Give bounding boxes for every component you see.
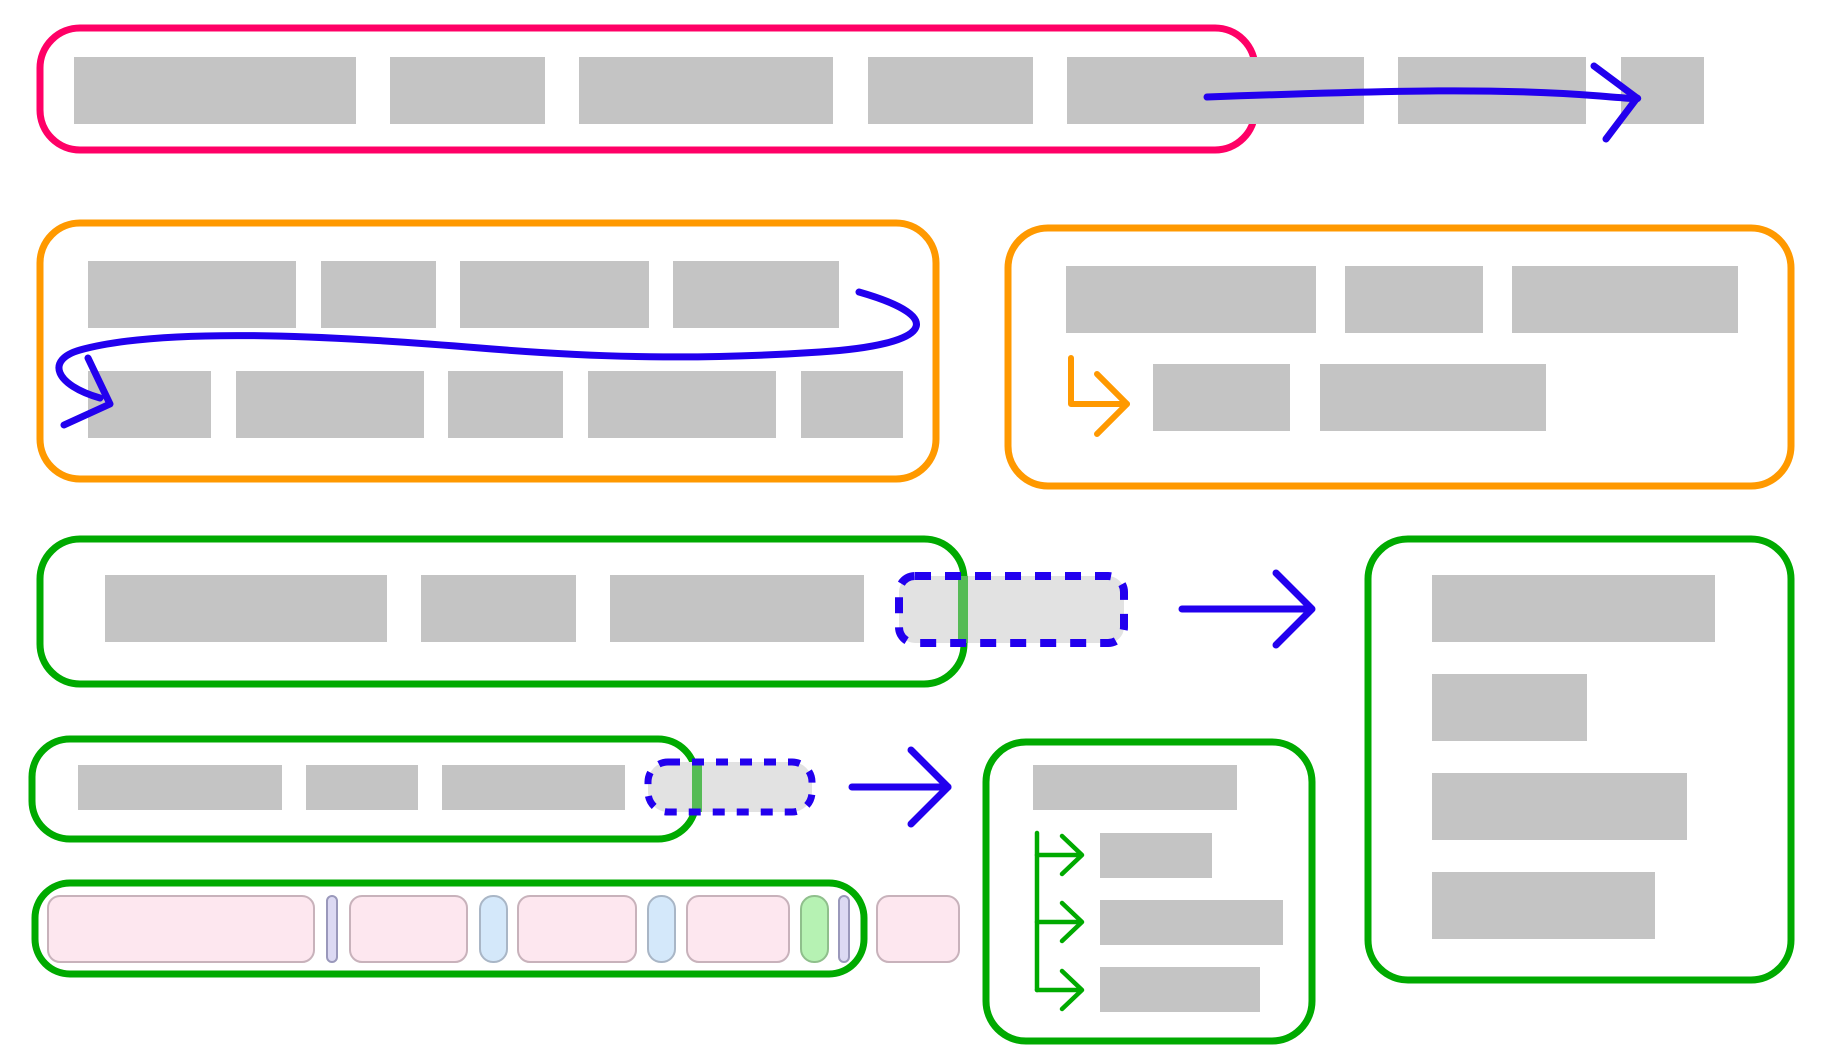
collapse-block xyxy=(105,575,387,642)
wrap-block xyxy=(448,371,563,438)
wrap-block xyxy=(321,261,436,328)
collapse-large-row xyxy=(36,535,1795,984)
overflow-ghost-block xyxy=(648,762,812,812)
wrap-row xyxy=(36,219,940,483)
overflow-row xyxy=(36,24,1704,154)
tree-branch-icon xyxy=(1034,830,1085,1012)
collapse-block xyxy=(421,575,576,642)
chip xyxy=(349,895,468,963)
collapse-block xyxy=(610,575,864,642)
collapse-arrow-icon xyxy=(848,746,952,828)
chip xyxy=(686,895,790,963)
overflow-arrow-icon xyxy=(1203,62,1642,143)
chip-divider xyxy=(326,895,338,963)
vertical-block xyxy=(1432,872,1655,939)
collapse-tree-row xyxy=(28,735,1316,1045)
wrap-block xyxy=(673,261,839,328)
overflow-block xyxy=(1621,57,1704,124)
chip-small xyxy=(647,895,676,963)
overflow-block xyxy=(390,57,545,124)
chip xyxy=(47,895,315,963)
wrap-block xyxy=(460,261,649,328)
wrap-indent-row xyxy=(1004,224,1795,490)
wrap-indent-container xyxy=(1004,224,1795,490)
tree-child-block xyxy=(1100,833,1212,878)
tree-child-block xyxy=(1100,967,1260,1012)
chip-small xyxy=(479,895,508,963)
tree-container xyxy=(982,738,1316,1045)
chips-row xyxy=(31,879,960,978)
collapse-block xyxy=(306,765,418,810)
wrap-indent-block xyxy=(1512,266,1738,333)
wrap-block xyxy=(588,371,776,438)
overflow-ghost-block xyxy=(899,576,1124,643)
wrap-block xyxy=(88,261,296,328)
tree-root-block xyxy=(1033,765,1237,810)
collapse-block xyxy=(78,765,282,810)
overflow-block xyxy=(868,57,1033,124)
vertical-block xyxy=(1432,773,1687,840)
chip-divider xyxy=(838,895,850,963)
ghost-overlap xyxy=(692,762,702,812)
overflow-block xyxy=(74,57,356,124)
collapse-block xyxy=(442,765,625,810)
ghost-overlap xyxy=(958,576,968,643)
vertical-container xyxy=(1364,535,1795,984)
chips-container xyxy=(31,879,868,978)
tree-child-block xyxy=(1100,900,1283,945)
overflow-ghost-outline xyxy=(895,572,1128,647)
vertical-block xyxy=(1432,674,1587,741)
collapse-arrow-icon xyxy=(1178,569,1316,649)
vertical-block xyxy=(1432,575,1715,642)
overflow-chip xyxy=(876,895,960,963)
wrap-indent-block xyxy=(1066,266,1316,333)
indent-arrow-icon xyxy=(1068,355,1130,437)
wrap-block xyxy=(801,371,903,438)
wrap-arrow-icon xyxy=(55,288,920,429)
wrap-indent-block xyxy=(1320,364,1546,431)
wrap-indent-block xyxy=(1345,266,1483,333)
wrap-container xyxy=(36,219,940,483)
overflow-block xyxy=(579,57,833,124)
wrap-indent-block xyxy=(1153,364,1290,431)
chip xyxy=(517,895,637,963)
chip-small xyxy=(800,895,829,963)
wrap-block xyxy=(236,371,424,438)
